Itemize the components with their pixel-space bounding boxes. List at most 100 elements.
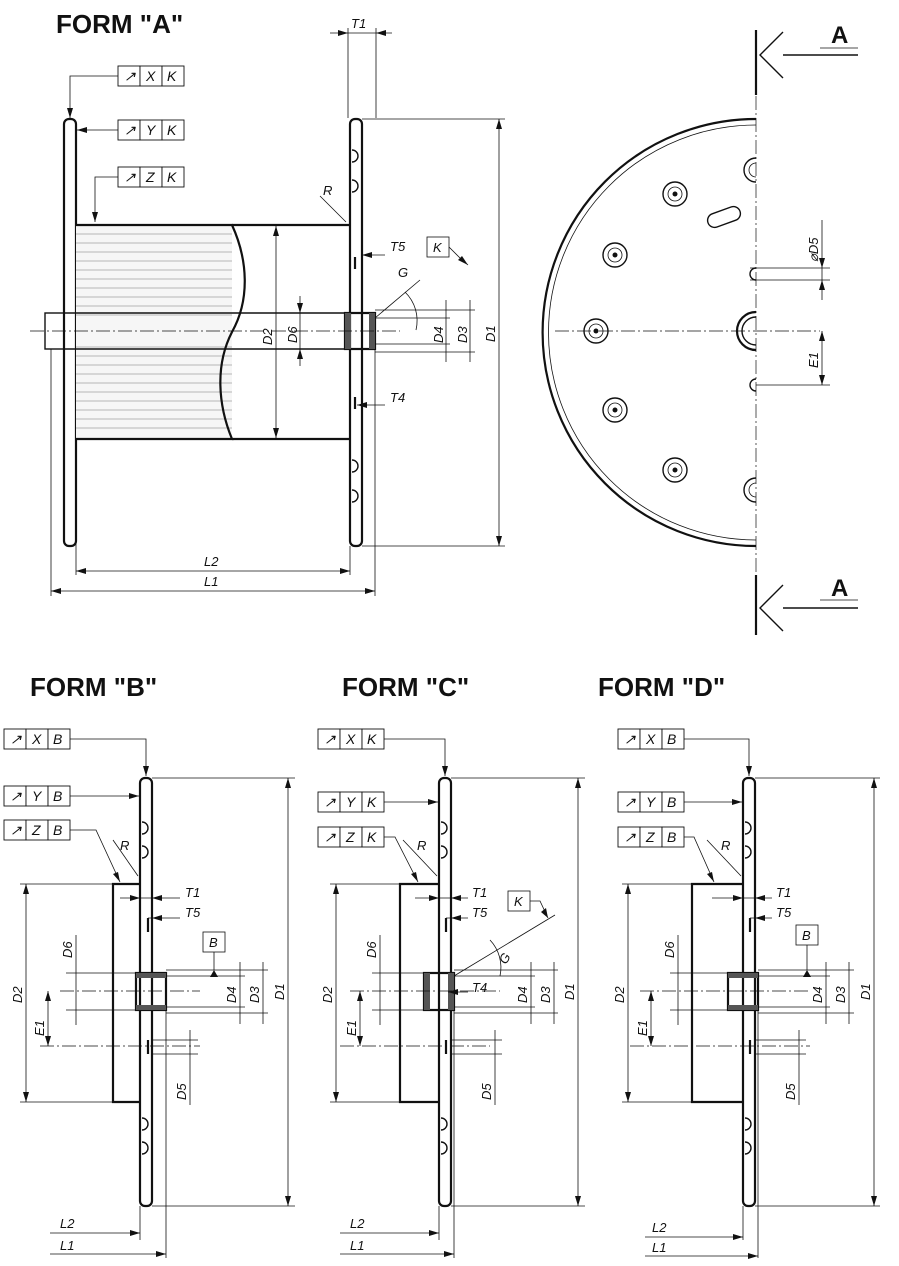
form-c-dim-l1: L1: [350, 1238, 364, 1253]
svg-text:X: X: [645, 731, 656, 747]
svg-text:Y: Y: [646, 794, 657, 810]
svg-text:B: B: [667, 794, 676, 810]
form-c-dim-d3: D3: [538, 986, 553, 1003]
svg-text:K: K: [367, 829, 377, 845]
svg-text:K: K: [367, 731, 377, 747]
form-a-side-view: L2 L1 T1 D1 D2 D6 D4 D3: [30, 16, 505, 596]
svg-text:X: X: [345, 731, 356, 747]
form-b-dim-d3: D3: [247, 986, 262, 1003]
dim-e1: E1: [806, 352, 821, 368]
svg-text:Y: Y: [346, 794, 357, 810]
svg-text:K: K: [433, 240, 443, 255]
form-a-face-view: ⌀D5 E1 A A: [541, 22, 858, 635]
form-d-dim-d4: D4: [810, 986, 825, 1003]
form-c-dim-r: R: [417, 838, 426, 853]
svg-text:K: K: [167, 169, 177, 185]
form-b-datum: B: [209, 935, 218, 950]
form-d-dim-l2: L2: [652, 1220, 667, 1235]
svg-text:K: K: [167, 122, 177, 138]
section-marker-top: A: [754, 22, 858, 95]
form-d-dim-d6: D6: [662, 941, 677, 958]
dim-t1: T1: [351, 16, 366, 31]
form-c-dim-d6: D6: [364, 941, 379, 958]
form-b-dim-d6: D6: [60, 941, 75, 958]
dim-phi-d5: ⌀D5: [806, 237, 821, 262]
svg-text:↗: ↗: [324, 731, 336, 747]
form-d-dim-d3: D3: [833, 986, 848, 1003]
dim-l1: L1: [204, 574, 218, 589]
form-c-title: FORM "C": [342, 672, 469, 702]
form-c-dim-e1: E1: [344, 1020, 359, 1036]
svg-text:Z: Z: [645, 829, 655, 845]
dim-d2: D2: [260, 328, 275, 345]
form-b-dim-e1: E1: [32, 1020, 47, 1036]
form-d-dim-l1: L1: [652, 1240, 666, 1255]
svg-text:A: A: [831, 575, 848, 602]
form-b-dim-l1: L1: [60, 1238, 74, 1253]
dim-d6: D6: [285, 326, 300, 343]
datum-k: K: [426, 236, 469, 266]
svg-text:↗: ↗: [324, 794, 336, 810]
section-marker-bottom: A: [754, 575, 858, 635]
form-c-dim-d4: D4: [515, 986, 530, 1003]
svg-text:↗: ↗: [324, 829, 336, 845]
form-b-dim-t5: T5: [185, 905, 201, 920]
svg-text:K: K: [167, 68, 177, 84]
form-c-dim-g: G: [496, 950, 514, 966]
form-b-dim-d5: D5: [174, 1083, 189, 1100]
svg-text:B: B: [667, 829, 676, 845]
form-c-dim-t5: T5: [472, 905, 488, 920]
dim-d3: D3: [455, 326, 470, 343]
form-d-view: D1 D2 D6 E1 D4 D3 D5 T1: [612, 776, 880, 1259]
form-c-dim-t4: T4: [472, 980, 487, 995]
svg-text:↗: ↗: [10, 731, 22, 747]
svg-text:X: X: [145, 68, 156, 84]
form-c-datum: K: [514, 894, 524, 909]
dim-l2: L2: [204, 554, 219, 569]
form-d-dim-d1: D1: [858, 983, 873, 1000]
form-c-dim-d1: D1: [562, 983, 577, 1000]
bolt-holes: [583, 157, 757, 503]
form-b-title: FORM "B": [30, 672, 157, 702]
dim-r: R: [323, 183, 332, 198]
svg-text:X: X: [31, 731, 42, 747]
svg-text:↗: ↗: [624, 731, 636, 747]
svg-text:B: B: [53, 731, 62, 747]
svg-text:Y: Y: [32, 788, 43, 804]
form-b-view: D1 D2 D6 E1 D4 D3 D5 T1: [10, 776, 295, 1258]
dim-d4: D4: [431, 326, 446, 343]
form-b-dim-l2: L2: [60, 1216, 75, 1231]
form-c-dim-l2: L2: [350, 1216, 365, 1231]
svg-text:↗: ↗: [124, 68, 136, 84]
form-d-dim-d5: D5: [783, 1083, 798, 1100]
form-c-dim-t1: T1: [472, 885, 487, 900]
svg-text:Z: Z: [145, 169, 155, 185]
dim-d1: D1: [483, 325, 498, 342]
dim-t5: T5: [390, 239, 406, 254]
svg-text:Y: Y: [146, 122, 157, 138]
svg-text:K: K: [367, 794, 377, 810]
form-d-dim-e1: E1: [635, 1020, 650, 1036]
svg-text:B: B: [53, 788, 62, 804]
form-d-title: FORM "D": [598, 672, 725, 702]
barrel-hatching: [76, 233, 232, 429]
form-b-dim-d2: D2: [10, 986, 25, 1003]
svg-text:B: B: [667, 731, 676, 747]
dim-g: G: [398, 265, 408, 280]
svg-text:Z: Z: [31, 822, 41, 838]
form-b-dim-t1: T1: [185, 885, 200, 900]
form-a-title: FORM "A": [56, 9, 183, 39]
form-d-dim-t1: T1: [776, 885, 791, 900]
form-c-dim-d2: D2: [320, 986, 335, 1003]
